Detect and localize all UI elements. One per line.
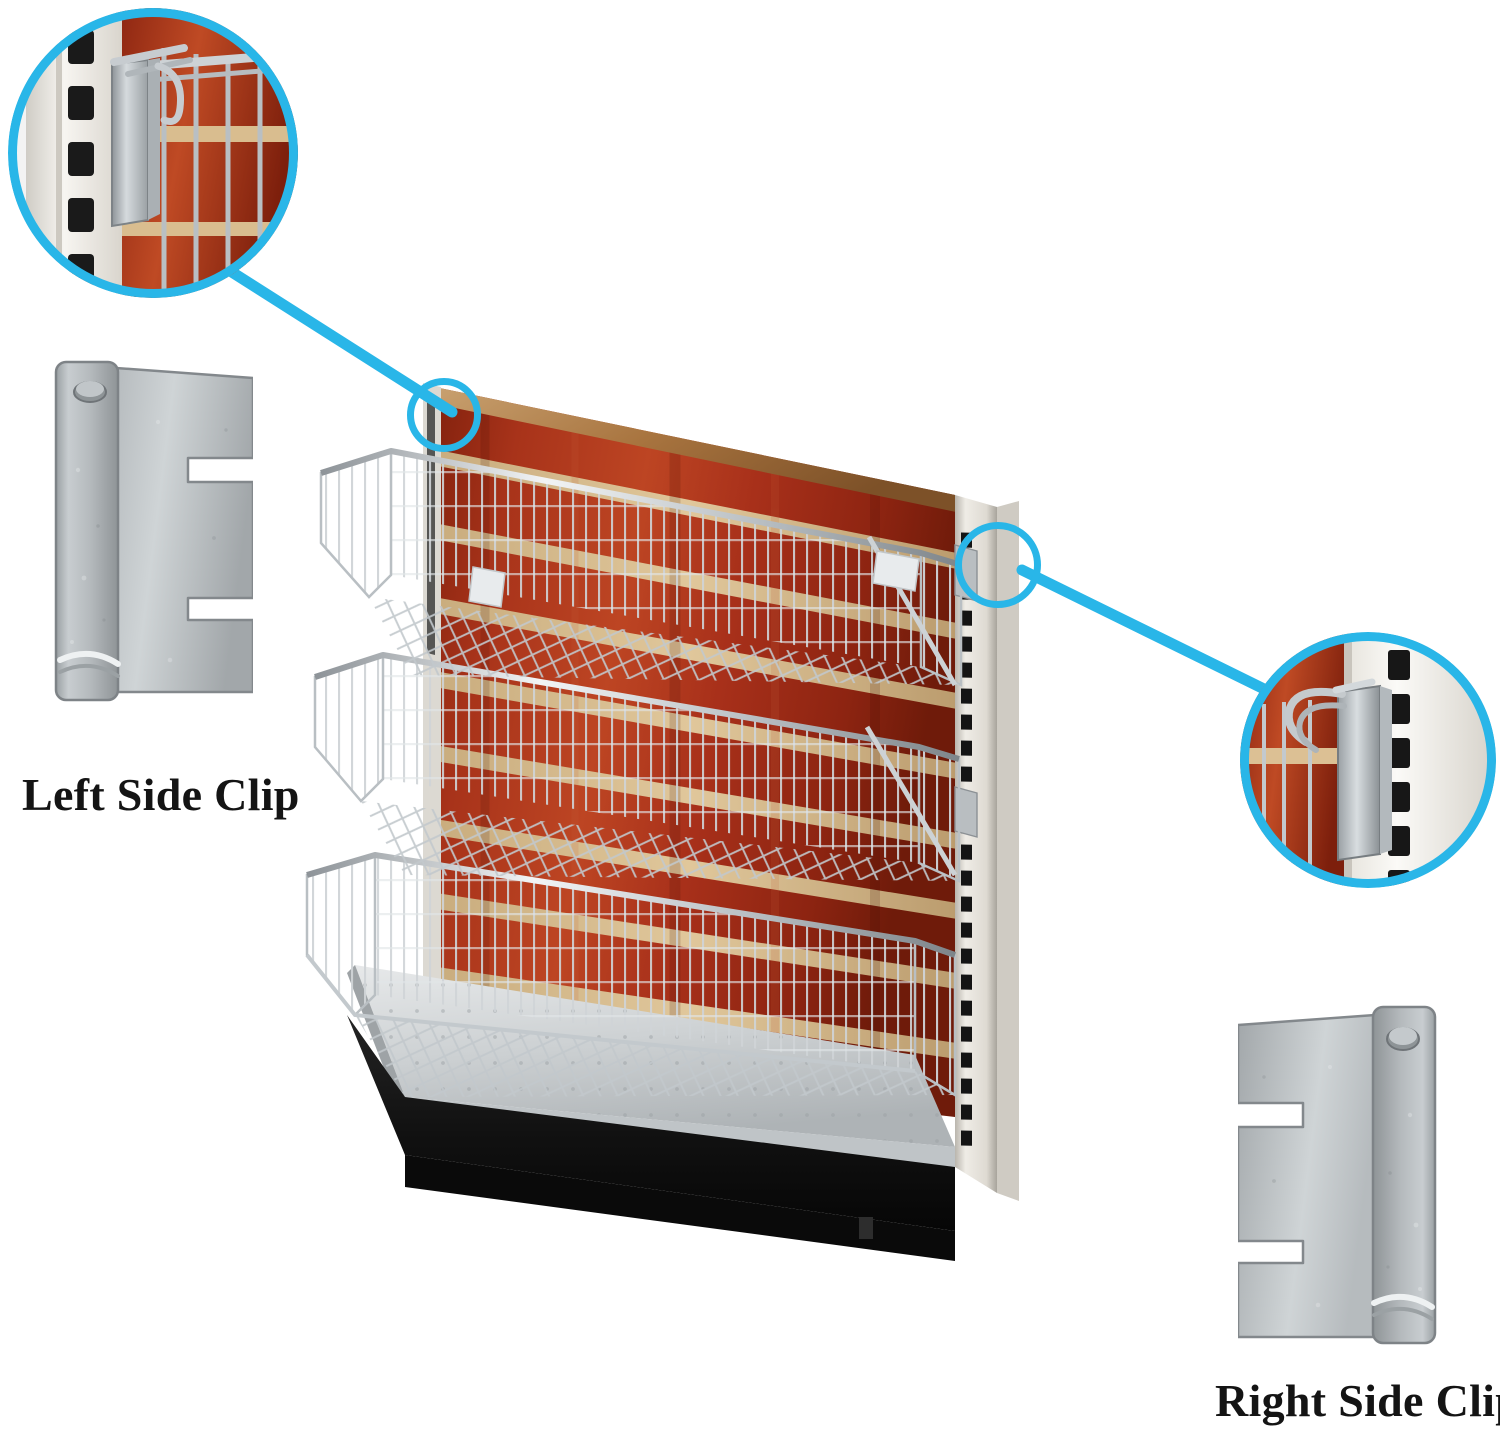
wire-basket-bottom [305, 852, 957, 1098]
kick-plate-base [347, 1015, 955, 1261]
callout-ring [8, 8, 298, 298]
left-side-clip-part [38, 330, 255, 730]
right-side-clip-label: Right Side Clip [1215, 1375, 1500, 1426]
callout-ring [1240, 632, 1496, 888]
magnified-view-right-clip [1240, 632, 1496, 888]
gondola-shelving-unit [255, 355, 1075, 1365]
right-side-clip-part [1236, 985, 1453, 1370]
price-tag-holder [872, 550, 920, 592]
magnified-view-left-clip [8, 8, 298, 298]
wire-basket-middle [313, 652, 961, 883]
wire-basket-top [319, 448, 963, 687]
price-tag-holder [468, 566, 506, 608]
callout-target-ring-right [955, 522, 1041, 608]
callout-target-ring-left [407, 378, 481, 452]
left-side-clip-label: Left Side Clip [22, 769, 300, 820]
